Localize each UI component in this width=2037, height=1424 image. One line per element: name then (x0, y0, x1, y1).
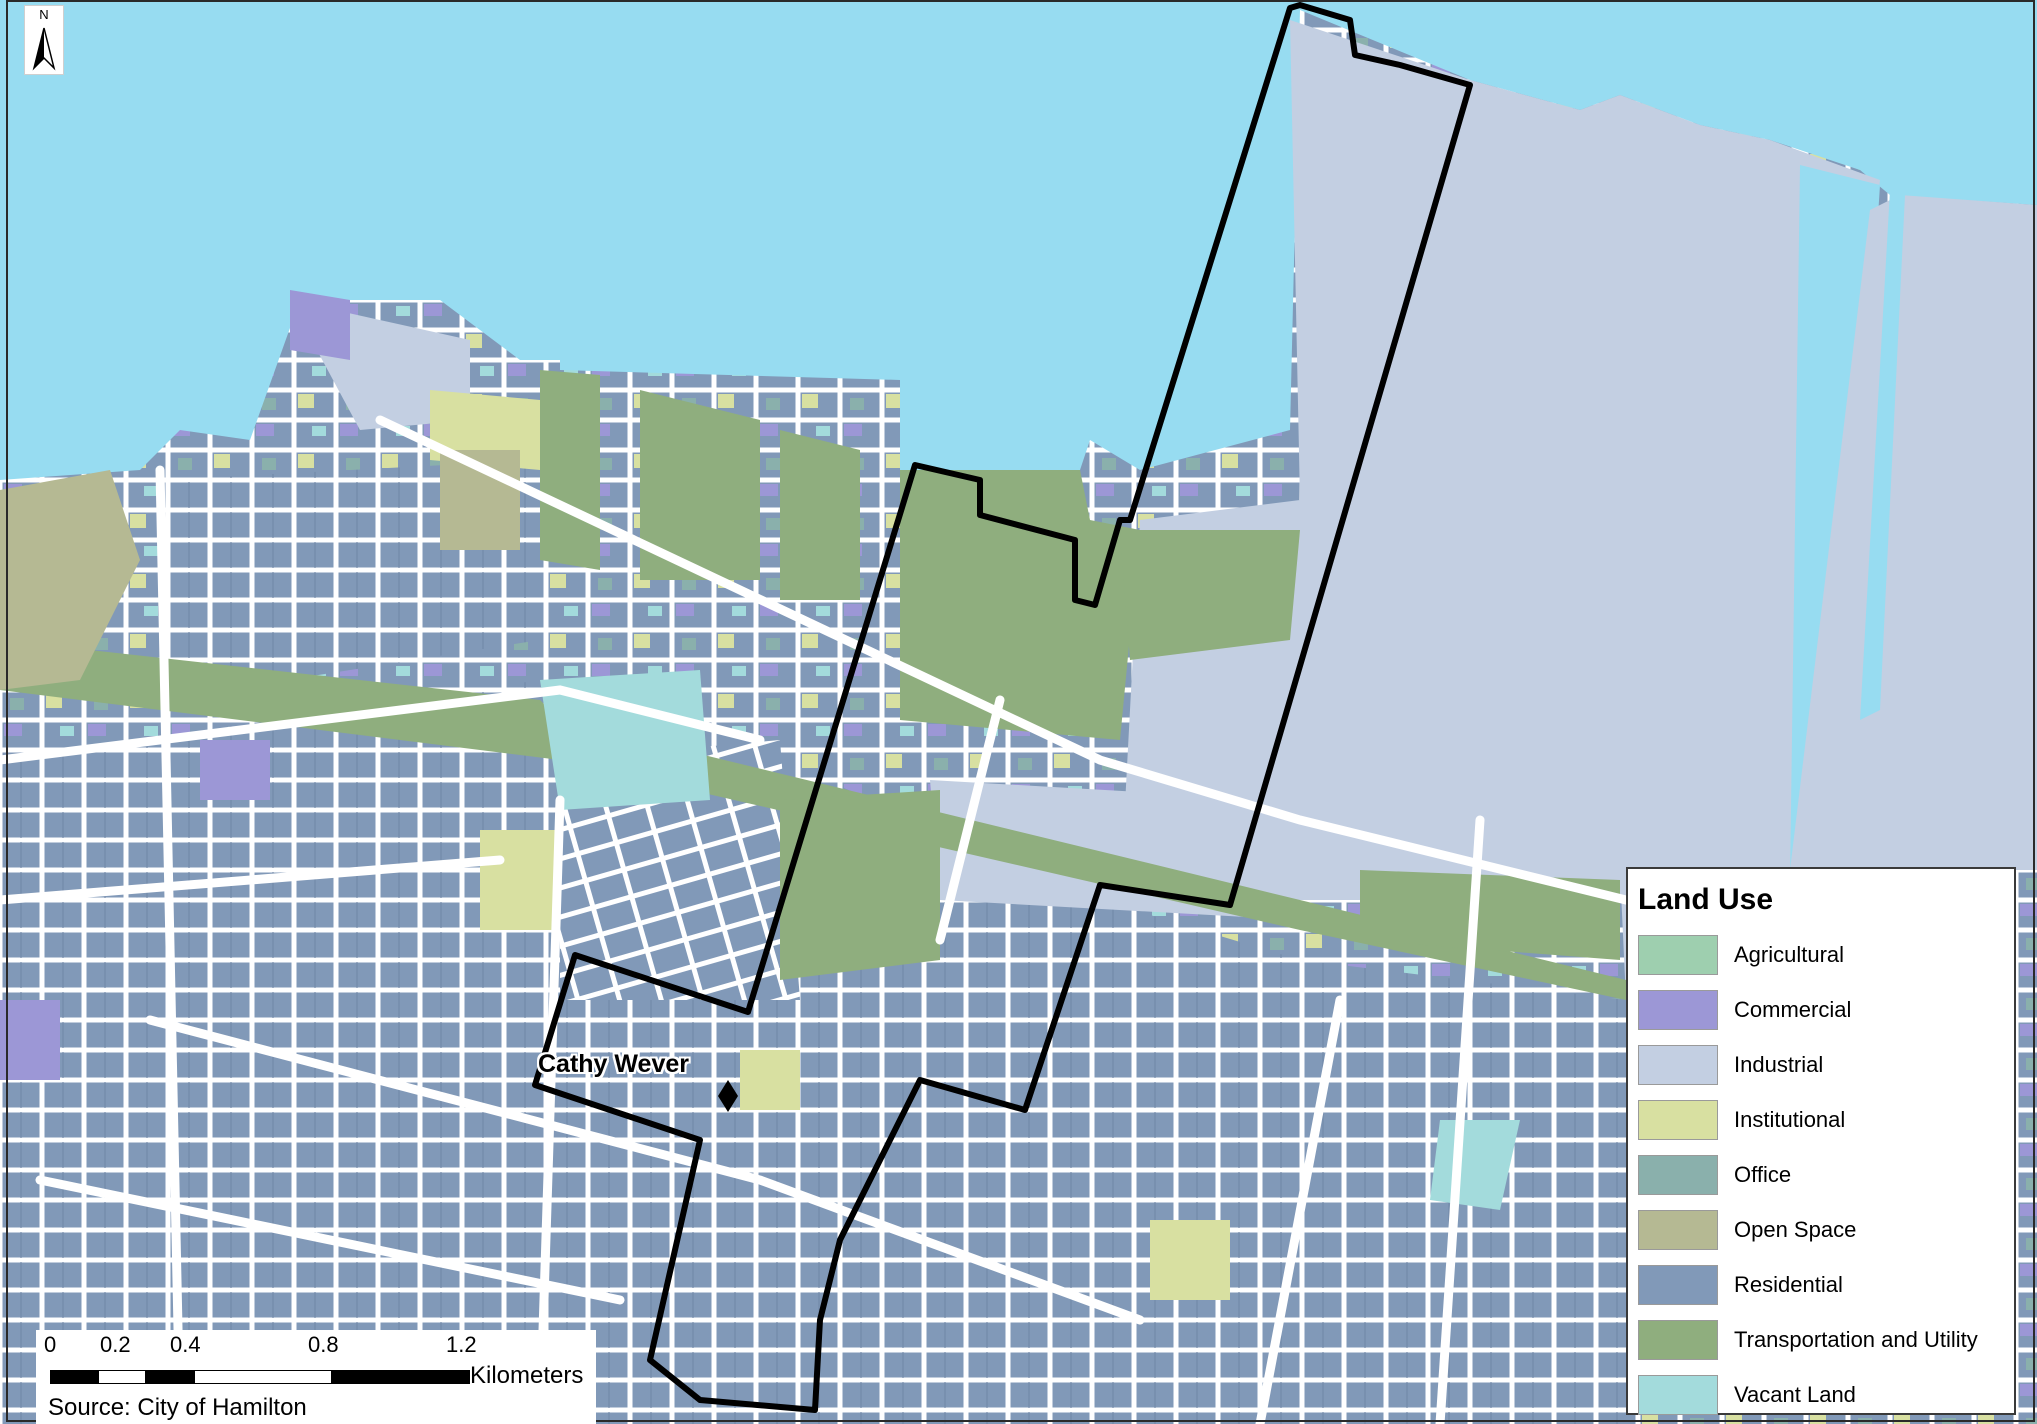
legend-item-vacant-land: Vacant Land (1638, 1375, 2008, 1415)
legend-swatch (1638, 935, 1718, 975)
legend: Land Use Agricultural Commercial Industr… (1626, 867, 2016, 1415)
transport-pier-2 (640, 390, 760, 580)
legend-swatch (1638, 990, 1718, 1030)
legend-label: Open Space (1734, 1217, 1857, 1242)
scale-segment (146, 1370, 194, 1384)
legend-item-residential: Residential (1638, 1265, 2008, 1305)
scale-bar: 0 0.2 0.4 0.8 1.2 Kilometers Source: Cit… (36, 1330, 596, 1424)
scale-tick: 0 (44, 1332, 57, 1357)
legend-swatch (1638, 1265, 1718, 1305)
legend-swatch (1638, 1045, 1718, 1085)
scale-tick: 0.4 (170, 1332, 201, 1357)
institutional-south (1150, 1220, 1230, 1300)
scale-tick: 1.2 (446, 1332, 477, 1357)
legend-label: Residential (1734, 1272, 1843, 1297)
scale-segment (98, 1370, 146, 1384)
scale-tick: 0.8 (308, 1332, 339, 1357)
transport-east (1360, 870, 1620, 960)
transport-yard (900, 470, 1140, 740)
transport-pier-1 (540, 370, 600, 570)
vacant-central (540, 670, 710, 810)
scale-segment (194, 1370, 332, 1384)
industrial-pier-2 (1470, 80, 1880, 900)
institutional-west (480, 830, 560, 930)
legend-label: Commercial (1734, 997, 1852, 1022)
scale-segment (332, 1370, 470, 1384)
legend-label: Vacant Land (1734, 1382, 1856, 1407)
institutional-cathy-wever (740, 1050, 800, 1110)
legend-item-transportation-and-utility: Transportation and Utility (1638, 1320, 2008, 1360)
rail-corridor (0, 640, 1626, 1000)
industrial-pier-3 (1790, 195, 2037, 870)
legend-item-agricultural: Agricultural (1638, 935, 2008, 975)
transport-pier-3 (780, 430, 860, 600)
legend-label: Office (1734, 1162, 1792, 1187)
legend-item-industrial: Industrial (1638, 1045, 2008, 1085)
legend-swatch (1638, 1100, 1718, 1140)
legend-label: Transportation and Utility (1734, 1327, 1978, 1352)
legend-item-office: Office (1638, 1155, 2008, 1195)
open-space-west (0, 470, 140, 690)
place-label-cathy-wever: Cathy Wever (538, 1050, 689, 1078)
legend-swatch (1638, 1320, 1718, 1360)
scale-segment (50, 1370, 98, 1384)
legend-item-open-space: Open Space (1638, 1210, 2008, 1250)
legend-title: Land Use (1638, 883, 1774, 916)
legend-swatch (1638, 1375, 1718, 1415)
north-arrow-label: N (39, 7, 49, 22)
legend-swatch (1638, 1155, 1718, 1195)
industrial-pier-1 (1120, 20, 1470, 900)
scale-tick: 0.2 (100, 1332, 131, 1357)
legend-swatch (1638, 1210, 1718, 1250)
source-credit: Source: City of Hamilton (48, 1394, 307, 1421)
north-arrow: N (24, 5, 64, 75)
legend-item-institutional: Institutional (1638, 1100, 2008, 1140)
scale-unit: Kilometers (470, 1362, 584, 1389)
legend-label: Industrial (1734, 1052, 1824, 1077)
legend-label: Agricultural (1734, 942, 1845, 967)
transport-central (780, 790, 940, 980)
study-area-boundary[interactable] (532, 2, 1473, 1413)
north-arrow-icon (32, 27, 56, 71)
slip-water-2 (1860, 190, 1905, 720)
cathy-wever-marker-icon[interactable] (718, 1080, 738, 1112)
legend-item-commercial: Commercial (1638, 990, 2008, 1030)
commercial-central (200, 740, 270, 800)
commercial-northwest (290, 290, 350, 360)
commercial-west (0, 1000, 60, 1080)
legend-label: Institutional (1734, 1107, 1846, 1132)
transport-yard-east (1120, 530, 1300, 660)
